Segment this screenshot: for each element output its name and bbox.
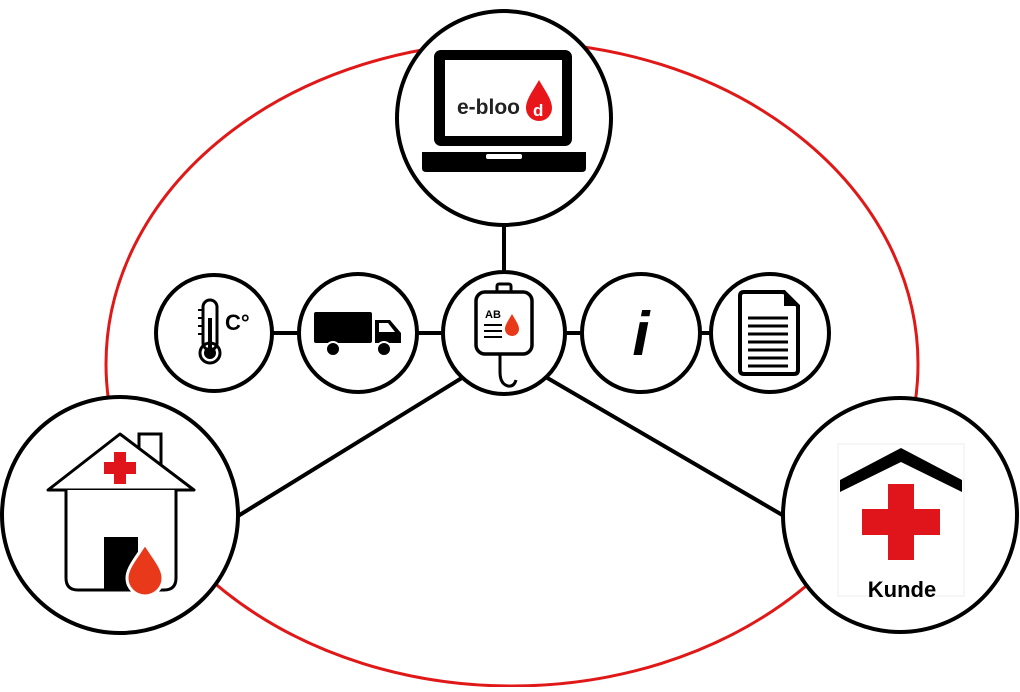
info-node: i [580,272,702,394]
truck-node [297,272,419,394]
blood-bank-house-icon [46,432,196,598]
center-node: AB [441,270,567,396]
logo-drop-icon [526,80,552,121]
document-node [709,272,831,394]
top-node: e-bloo d [395,9,613,227]
logo-text: e-bloo [457,96,520,119]
thermometer-node: C° [154,273,274,393]
connectors [236,212,786,518]
bottom-right-node: Kunde [781,396,1019,634]
connector-bottom-right [542,374,786,518]
blood-bag-label: AB [485,309,501,321]
customer-label: Kunde [868,577,936,602]
logo-drop-letter: d [533,101,543,120]
document-icon [738,290,800,376]
bottom-left-node [0,395,240,635]
temperature-unit-label: C° [225,310,250,335]
blood-bag-icon [474,282,534,388]
laptop-icon [422,50,586,172]
truck-icon [314,312,401,357]
connector-bottom-left [236,374,467,518]
info-icon: i [632,300,651,369]
thermometer-icon [198,298,222,365]
hospital-icon [837,443,965,597]
